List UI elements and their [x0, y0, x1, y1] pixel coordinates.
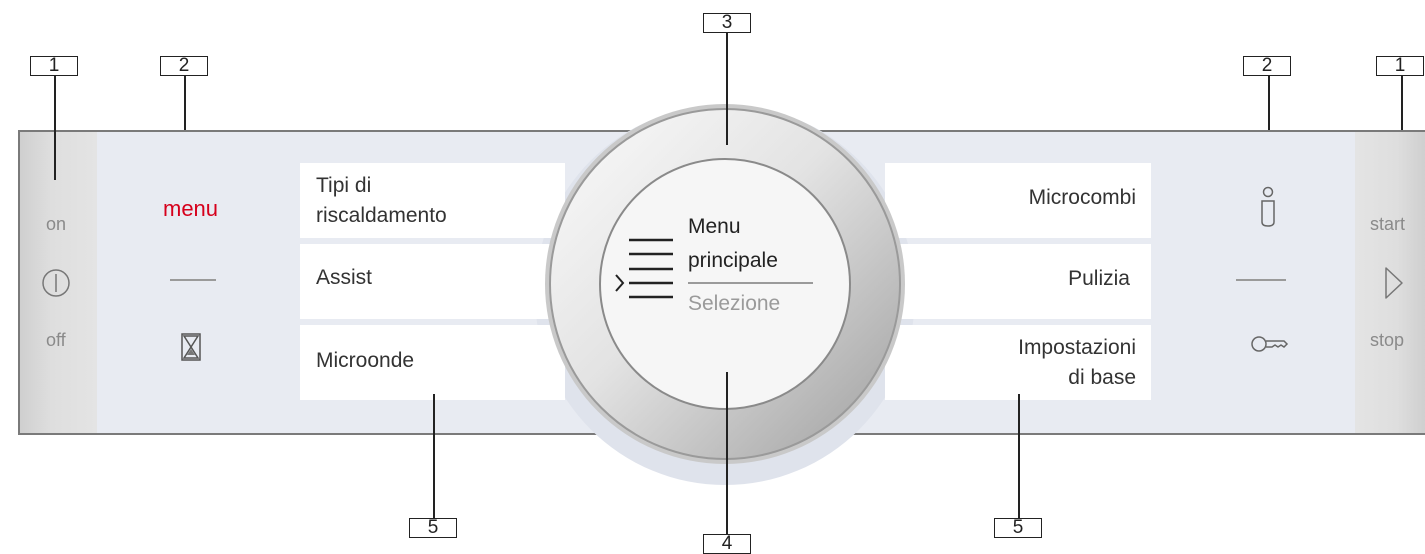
- callout-line: [726, 372, 728, 534]
- callout-2-right: 2: [1243, 56, 1291, 76]
- callout-4-bottom: 4: [703, 534, 751, 554]
- right-button-cleaning[interactable]: Pulizia: [890, 244, 1151, 319]
- callout-3-top: 3: [703, 13, 751, 33]
- right-button-microcombi[interactable]: Microcombi: [885, 163, 1151, 238]
- callout-1-left: 1: [30, 56, 78, 76]
- callout-line: [184, 76, 186, 182]
- right-strip: [1355, 132, 1425, 433]
- display-subtitle: Selezione: [688, 292, 781, 315]
- left-button-heating[interactable]: Tipi di riscaldamento: [300, 163, 565, 238]
- on-label: on: [46, 214, 67, 234]
- divider: [1236, 279, 1286, 281]
- callout-line: [1018, 394, 1020, 518]
- selector-ring[interactable]: [545, 104, 905, 464]
- power-button[interactable]: [41, 268, 71, 298]
- left-button-microwave[interactable]: Microonde: [300, 325, 565, 400]
- lock-button[interactable]: [1250, 334, 1290, 354]
- left-strip: [20, 132, 97, 433]
- callout-5-left: 5: [409, 518, 457, 538]
- callout-5-right: 5: [994, 518, 1042, 538]
- display-divider: [688, 282, 813, 284]
- callout-2-left: 2: [160, 56, 208, 76]
- display-title-line1: Menu: [688, 215, 741, 238]
- off-label: off: [46, 330, 66, 350]
- timer-button[interactable]: [180, 333, 204, 363]
- stop-label: stop: [1370, 330, 1405, 350]
- right-button-settings[interactable]: Impostazioni di base: [885, 325, 1151, 400]
- info-button[interactable]: [1256, 186, 1280, 228]
- divider: [170, 279, 216, 281]
- menu-list-icon: [615, 238, 673, 299]
- start-stop-button[interactable]: [1384, 266, 1404, 300]
- key-icon: [1251, 336, 1289, 352]
- hourglass-icon: [181, 333, 201, 361]
- callout-line: [1401, 76, 1403, 180]
- power-icon: [42, 269, 70, 297]
- callout-line: [1268, 76, 1270, 178]
- callout-line: [54, 76, 56, 180]
- callout-1-right: 1: [1376, 56, 1424, 76]
- menu-button[interactable]: menu: [163, 196, 219, 221]
- play-icon: [1385, 267, 1403, 299]
- callout-line: [726, 33, 728, 145]
- callout-line: [433, 394, 435, 518]
- info-icon: [1261, 186, 1275, 227]
- left-button-assist[interactable]: Assist: [300, 244, 560, 319]
- start-label: start: [1370, 214, 1406, 234]
- display-title-line2: principale: [688, 249, 778, 272]
